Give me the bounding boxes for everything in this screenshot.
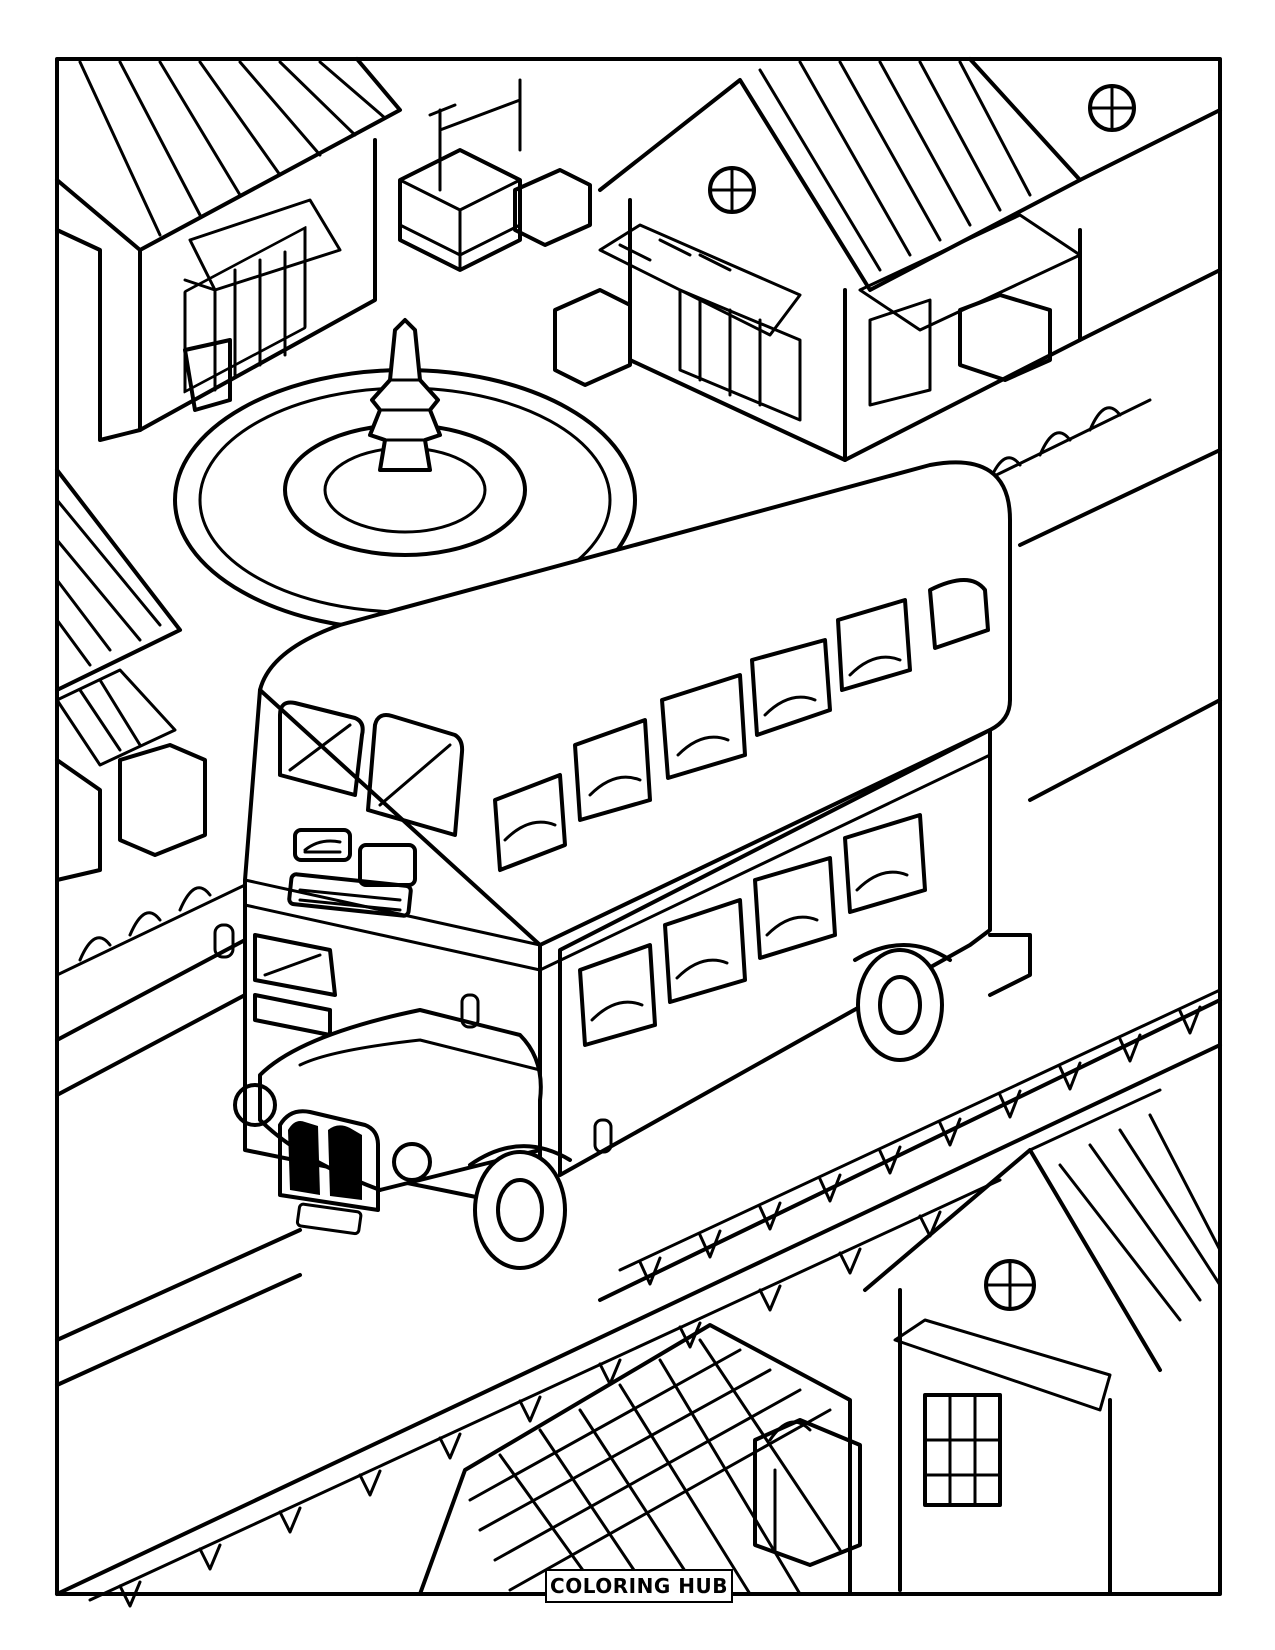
road — [55, 448, 1222, 1596]
tiled-plaza — [418, 1323, 862, 1596]
double-decker-bus — [213, 460, 1032, 1270]
bunting — [88, 988, 1222, 1608]
house-bottom-right — [863, 1088, 1222, 1596]
crates — [398, 78, 592, 272]
house-top-left — [55, 57, 402, 442]
wheel-rear — [853, 943, 952, 1062]
grille-left — [288, 1121, 320, 1195]
wheel-front — [468, 1144, 572, 1270]
brand-label: COLORING HUB — [545, 1569, 733, 1603]
house-top-right — [553, 57, 1222, 462]
grille-right — [328, 1125, 362, 1200]
house-left — [55, 468, 247, 977]
